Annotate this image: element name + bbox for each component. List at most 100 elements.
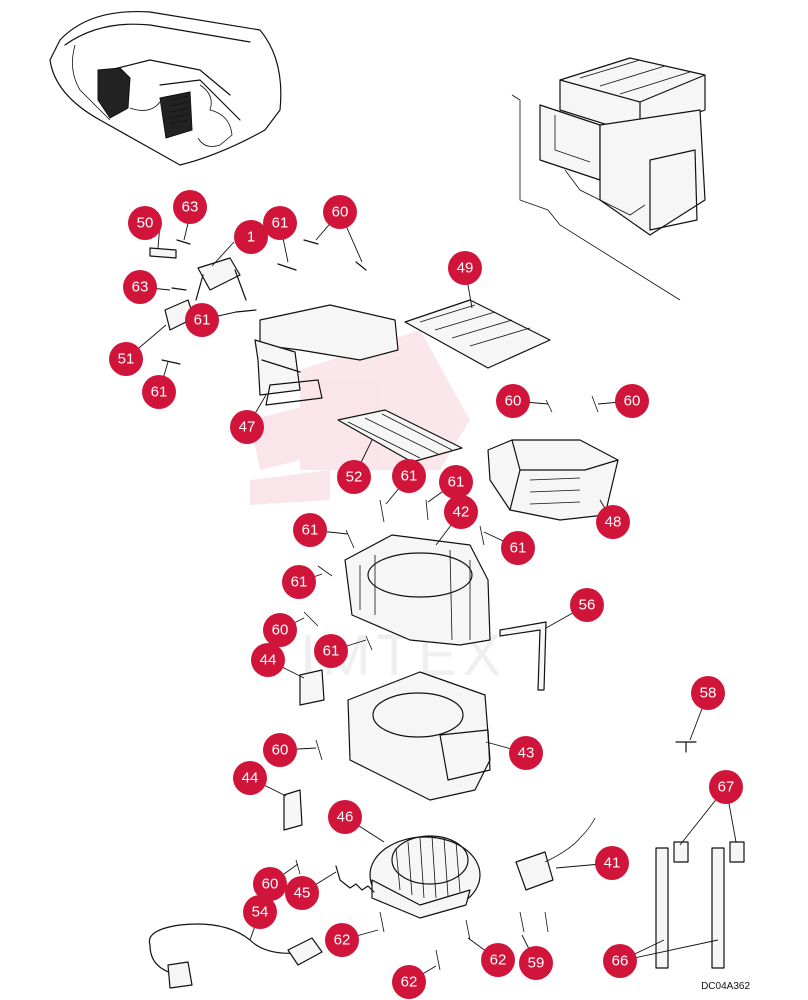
svg-text:60: 60: [262, 876, 279, 893]
intake-duct-part: [254, 304, 399, 406]
svg-text:56: 56: [579, 597, 596, 614]
callout-44: 44: [251, 643, 285, 677]
callout-58: 58: [691, 676, 725, 710]
callout-60: 60: [615, 384, 649, 418]
svg-text:61: 61: [323, 643, 340, 660]
callout-43: 43: [509, 736, 543, 770]
callout-48: 48: [596, 505, 630, 539]
sealing-strip-part: [499, 621, 547, 691]
callout-62: 62: [481, 943, 515, 977]
svg-text:59: 59: [528, 955, 545, 972]
svg-text:61: 61: [448, 474, 465, 491]
svg-text:66: 66: [612, 953, 629, 970]
svg-text:62: 62: [490, 952, 507, 969]
svg-text:63: 63: [132, 279, 149, 296]
callout-45: 45: [285, 876, 319, 910]
callout-61: 61: [263, 206, 297, 240]
callout-46: 46: [328, 800, 362, 834]
air-intake-housing-part: [487, 439, 619, 521]
svg-text:61: 61: [151, 384, 168, 401]
callout-61: 61: [439, 465, 473, 499]
callout-61: 61: [293, 513, 327, 547]
svg-text:1: 1: [247, 229, 255, 246]
harness-part: [148, 923, 323, 989]
callout-1: 1: [234, 220, 268, 254]
vehicle-location-view: [49, 10, 282, 166]
callout-51: 51: [109, 342, 143, 376]
document-code: DC04A362: [701, 981, 750, 992]
svg-text:44: 44: [242, 770, 259, 787]
svg-text:41: 41: [604, 855, 621, 872]
callout-47: 47: [230, 410, 264, 444]
callout-61: 61: [142, 375, 176, 409]
svg-text:60: 60: [505, 393, 522, 410]
resistor-part: [515, 817, 596, 891]
svg-text:61: 61: [272, 215, 289, 232]
callout-50: 50: [128, 206, 162, 240]
svg-text:61: 61: [291, 574, 308, 591]
svg-text:61: 61: [401, 468, 418, 485]
svg-text:43: 43: [518, 745, 535, 762]
svg-text:42: 42: [453, 504, 470, 521]
callout-60: 60: [253, 867, 287, 901]
svg-text:60: 60: [332, 204, 349, 221]
lower-blower-case-part: [347, 671, 491, 801]
svg-text:45: 45: [294, 885, 311, 902]
bracket-left-part: [283, 669, 325, 831]
svg-text:61: 61: [194, 312, 211, 329]
callout-63: 63: [123, 270, 157, 304]
callout-60: 60: [263, 733, 297, 767]
svg-text:44: 44: [260, 652, 277, 669]
callout-67: 67: [709, 770, 743, 804]
callout-61: 61: [185, 303, 219, 337]
callout-62: 62: [392, 965, 426, 999]
callout-59: 59: [519, 946, 553, 980]
svg-text:61: 61: [302, 522, 319, 539]
callout-63: 63: [173, 190, 207, 224]
svg-text:48: 48: [605, 514, 622, 531]
svg-text:58: 58: [700, 685, 717, 702]
callout-61: 61: [282, 565, 316, 599]
filter-cover-part: [404, 299, 551, 369]
svg-text:60: 60: [272, 622, 289, 639]
callout-49: 49: [448, 251, 482, 285]
svg-text:60: 60: [624, 393, 641, 410]
callout-41: 41: [595, 846, 629, 880]
svg-text:61: 61: [510, 540, 527, 557]
svg-text:54: 54: [252, 904, 269, 921]
callout-60: 60: [323, 195, 357, 229]
svg-text:50: 50: [137, 215, 154, 232]
callout-42: 42: [444, 495, 478, 529]
callout-62: 62: [325, 923, 359, 957]
svg-text:49: 49: [457, 260, 474, 277]
callout-52: 52: [337, 460, 371, 494]
callout-54: 54: [243, 895, 277, 929]
bracket-part: [195, 257, 247, 301]
callout-66: 66: [603, 944, 637, 978]
callout-list: 63 50 1 61 60 63 61 51 49 61 47 60 60 52…: [109, 190, 743, 999]
blower-fan-motor-part: [369, 835, 481, 919]
svg-text:62: 62: [401, 974, 418, 991]
callout-61: 61: [314, 634, 348, 668]
callout-56: 56: [570, 588, 604, 622]
callout-60: 60: [496, 384, 530, 418]
svg-text:62: 62: [334, 932, 351, 949]
svg-text:51: 51: [118, 351, 135, 368]
svg-text:60: 60: [272, 742, 289, 759]
svg-text:67: 67: [718, 779, 735, 796]
svg-text:63: 63: [182, 199, 199, 216]
air-filter-part: [337, 409, 463, 463]
svg-text:47: 47: [239, 419, 256, 436]
svg-text:46: 46: [337, 809, 354, 826]
drain-tubes-part: [655, 841, 745, 969]
svg-text:52: 52: [346, 469, 363, 486]
upper-blower-case-part: [344, 534, 491, 646]
heater-assembly-view: [511, 57, 706, 301]
spring-part: [335, 865, 375, 893]
screws-group: [161, 239, 599, 971]
callout-61: 61: [392, 459, 426, 493]
callout-61: 61: [501, 531, 535, 565]
callout-44: 44: [233, 761, 267, 795]
clip-small-part: [675, 741, 697, 753]
